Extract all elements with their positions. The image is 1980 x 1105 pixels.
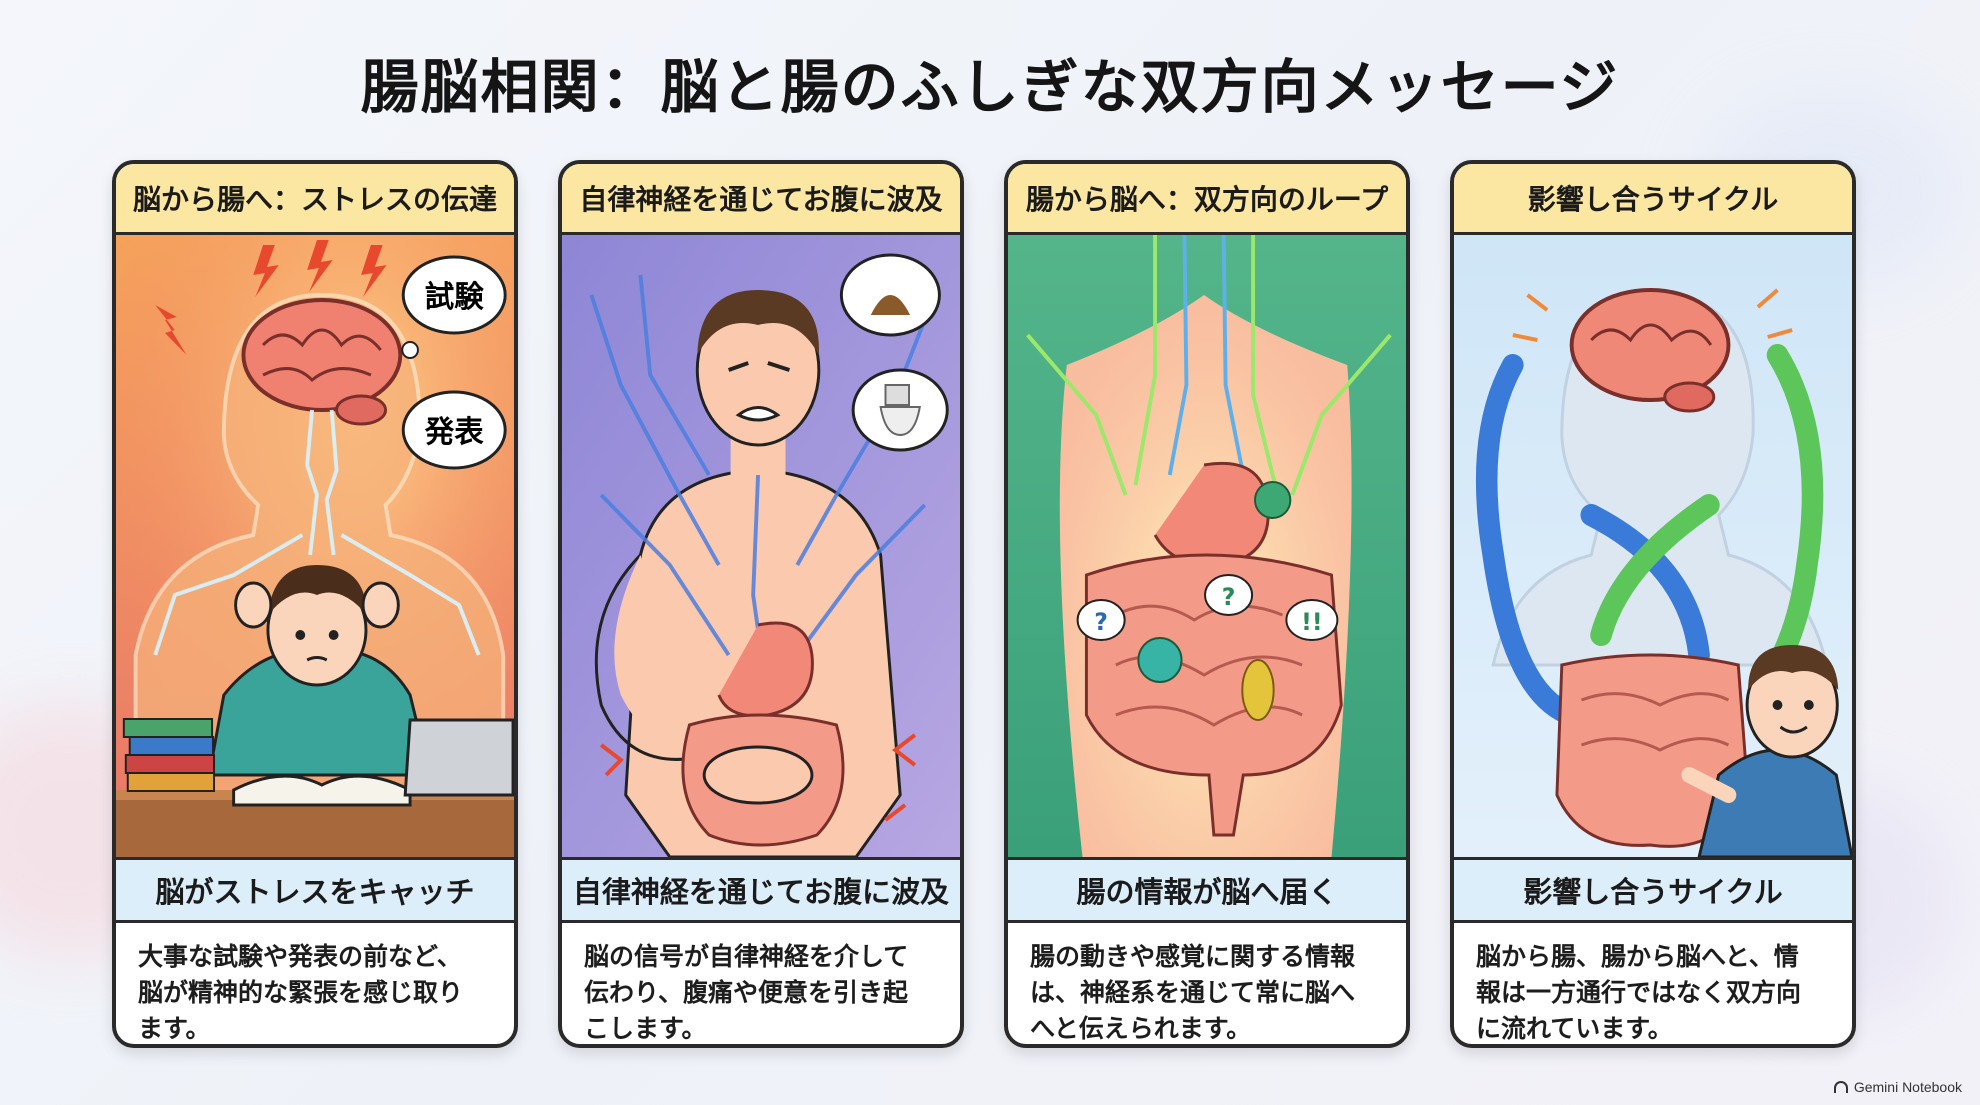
toilet-icon	[851, 368, 949, 452]
card-header: 腸から脳へ：双方向のループ	[1008, 164, 1406, 235]
card-brain-to-gut: 脳から腸へ：ストレスの伝達	[112, 160, 518, 1048]
card-description: 腸の動きや感覚に関する情報 は、神経系を通じて常に脳へ へと伝えられます。	[1030, 942, 1356, 1043]
gemini-logo-icon	[1833, 1081, 1848, 1093]
person-in-pain	[695, 290, 821, 475]
illustration-gut-microbes: ? ? !!	[1008, 235, 1406, 860]
illustration-stomach-ache	[562, 235, 960, 860]
bubble-exam: 試験	[425, 280, 484, 315]
books-icon	[122, 718, 216, 792]
page-title: 腸脳相関：脳と腸のふしぎな双方向メッセージ	[360, 53, 1620, 121]
card-header: 自律神経を通じてお腹に波及	[562, 164, 960, 235]
illustration-cycle	[1454, 235, 1852, 860]
card-description: 大事な試験や発表の前など、 脳が精神的な緊張を感じ取り ます。	[138, 942, 464, 1043]
poop-thought-bubble	[839, 253, 941, 337]
card-subtitle: 自律神経を通じてお腹に波及	[562, 860, 960, 923]
card-subtitle: 脳がストレスをキャッチ	[116, 860, 514, 923]
card-autonomic-nerve: 自律神経を通じてお腹に波及	[558, 160, 964, 1048]
card-subtitle: 腸の情報が脳へ届く	[1008, 860, 1406, 923]
card-subtitle: 影響し合うサイクル	[1454, 860, 1852, 923]
intestine-icon	[1084, 553, 1343, 837]
brain-icon	[1569, 288, 1731, 413]
bubble-question: ?	[1222, 583, 1236, 611]
laptop-icon	[403, 718, 514, 797]
card-header: 脳から腸へ：ストレスの伝達	[116, 164, 514, 235]
microbe-icon	[1137, 481, 1292, 721]
pointing-person	[1681, 645, 1852, 857]
bubble-question: ?	[1094, 608, 1108, 636]
stressed-student	[207, 565, 432, 777]
card-cycle: 影響し合うサイクル	[1450, 160, 1856, 1048]
brain-icon	[241, 298, 403, 426]
bubble-presentation: 発表	[424, 415, 484, 450]
card-gut-to-brain: 腸から脳へ：双方向のループ	[1004, 160, 1410, 1048]
card-description: 脳から腸、腸から脳へと、情 報は一方通行ではなく双方向 に流れています。	[1476, 942, 1802, 1043]
thought-bubble: 試験 発表	[401, 255, 507, 470]
footer-credit: Gemini Notebook	[1833, 1079, 1962, 1095]
card-header: 影響し合うサイクル	[1454, 164, 1852, 235]
bubble-exclamation: !!	[1301, 608, 1322, 636]
illustration-stress: 試験 発表	[116, 235, 514, 860]
card-description: 脳の信号が自律神経を介して 伝わり、腹痛や便意を引き起 こします。	[584, 942, 909, 1043]
